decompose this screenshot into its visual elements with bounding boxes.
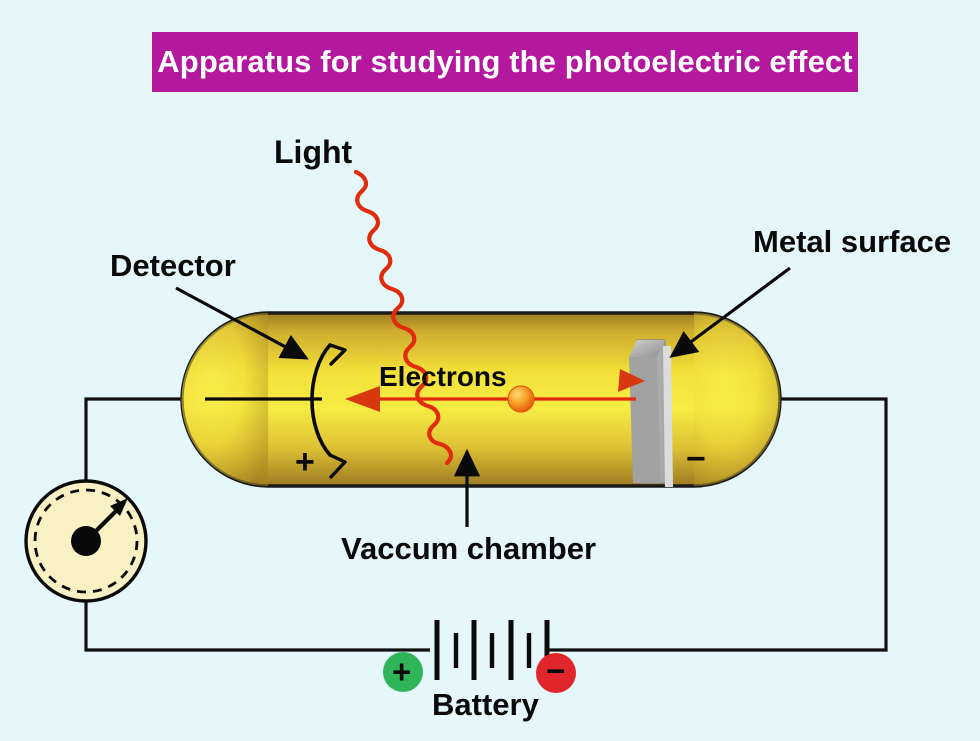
- detector-meter[interactable]: [24, 479, 148, 603]
- page-title: Apparatus for studying the photoelectric…: [157, 44, 853, 79]
- anode-plus-sign: +: [295, 443, 315, 481]
- meter-dial-ring: [33, 488, 139, 594]
- label-light: Light: [274, 134, 353, 170]
- collector-curved-plate: [310, 343, 332, 457]
- battery-symbol: [434, 620, 550, 680]
- metal-plate-bevel-top: [629, 340, 665, 357]
- electron-flow-arrowhead: [345, 386, 380, 412]
- light-wave-path: [353, 169, 454, 466]
- cathode-minus-sign: −: [686, 440, 706, 478]
- leader-metal-surface: [669, 266, 791, 358]
- light-wave: [353, 169, 645, 466]
- battery-terminal-positive: [383, 652, 423, 692]
- label-detector: Detector: [110, 248, 236, 283]
- tube-right-cap-shading: [694, 313, 781, 486]
- metal-plate-side: [629, 357, 661, 483]
- leader-detector: [175, 286, 309, 360]
- title-banner: Apparatus for studying the photoelectric…: [152, 32, 858, 92]
- wire-battery-to-tube: [547, 397, 888, 652]
- metal-plate-highlight: [663, 346, 673, 487]
- collector-top-hook: [328, 343, 347, 366]
- meter-needle-tip: [110, 498, 128, 516]
- circuit-wiring: [84, 397, 888, 652]
- light-wave-arrowhead: [618, 369, 645, 392]
- electron-flow: [345, 385, 636, 413]
- battery-plus-circle: [383, 652, 423, 692]
- label-battery: Battery: [432, 687, 539, 722]
- label-vaccum-chamber: Vaccum chamber: [341, 531, 597, 566]
- wire-tube-to-meter: [84, 397, 205, 497]
- battery-plus-sign: +: [392, 653, 412, 690]
- battery-minus-sign: −: [546, 652, 566, 689]
- meter-pivot: [71, 526, 101, 556]
- metal-surface-plate: [629, 339, 673, 487]
- leader-lines: [175, 266, 791, 527]
- battery-minus-circle: [536, 653, 576, 693]
- wire-meter-to-battery: [84, 585, 430, 652]
- electron-particle: [507, 385, 535, 413]
- battery-terminal-negative: [536, 653, 576, 693]
- collector-electrode: [205, 343, 347, 479]
- label-electrons: Electrons: [379, 361, 507, 392]
- label-metal-surface: Metal surface: [753, 224, 952, 259]
- collector-bottom-hook: [328, 453, 347, 479]
